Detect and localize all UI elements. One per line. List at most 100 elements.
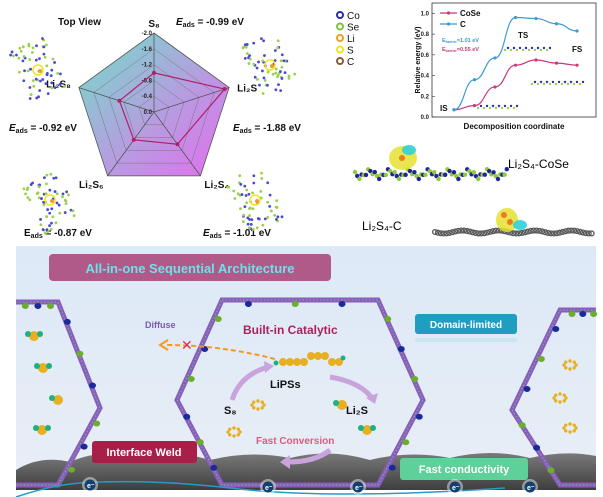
carbon-atom: [463, 227, 470, 234]
slab-atom: [545, 48, 549, 52]
atom: [22, 79, 26, 83]
legend-label: CoSe: [460, 9, 481, 18]
radar-data-point: [131, 137, 136, 142]
cobalt-atom: [411, 376, 419, 382]
electron-path: [15, 480, 506, 497]
lithium-atom: [25, 331, 31, 337]
atom: [279, 89, 283, 93]
cobalt-atom: [68, 466, 75, 473]
fast-conductivity-box: [400, 458, 528, 480]
data-point-c: [554, 22, 559, 26]
built-in-catalytic-label: Built-in Catalytic: [243, 323, 338, 337]
selenium-atom: [34, 303, 42, 309]
atom: [246, 216, 250, 220]
slab-atom: [479, 104, 483, 108]
slab-atom: [412, 169, 417, 175]
slab-atom: [372, 169, 377, 175]
s8-ring: [552, 396, 556, 400]
atom: [250, 218, 254, 222]
selenium-atom: [415, 413, 423, 420]
carbon-atom: [492, 227, 499, 234]
atom: [273, 59, 277, 62]
atom: [45, 228, 49, 232]
atom: [41, 78, 45, 81]
s8-ring: [562, 363, 566, 367]
atom: [50, 221, 53, 225]
data-point-cose: [513, 63, 518, 67]
lithium-atom: [358, 425, 364, 431]
atom: [63, 211, 67, 214]
cobalt-atom: [76, 350, 84, 357]
s8-ring: [262, 403, 266, 407]
slab-atom: [487, 168, 492, 174]
conversion-arrow-up: [229, 364, 269, 401]
cobalt-atom: [590, 311, 598, 317]
carbon-atom: [452, 228, 459, 235]
slab-atom: [530, 46, 534, 50]
slab-atom: [383, 172, 388, 178]
atom: [39, 223, 43, 227]
atom: [38, 89, 42, 92]
slab-atom: [506, 106, 510, 110]
atom: [45, 182, 48, 186]
s8-ring: [260, 406, 264, 410]
slab-atom: [521, 48, 525, 52]
atom: [255, 66, 259, 70]
atom: [59, 72, 62, 76]
atom: [244, 194, 248, 197]
radar-axis-label: Li₂S₄: [204, 180, 229, 191]
atom: [64, 199, 68, 203]
s8-ring: [568, 359, 572, 363]
polysulfide-chain-atom: [286, 358, 294, 366]
selenium-atom: [63, 318, 71, 325]
lithium-atom: [333, 400, 339, 406]
charge-density-cyan: [402, 145, 416, 155]
eads-li2s4: Eads = -1.01 eV: [203, 228, 271, 240]
carbon-atom: [518, 229, 526, 237]
atom: [41, 37, 44, 40]
carbon-atom: [527, 227, 534, 234]
atom: [21, 45, 25, 49]
polysulfide-chain-atom: [335, 358, 343, 366]
atom: [293, 72, 297, 76]
blocked-x-icon: ✕: [181, 337, 193, 353]
s8-ring: [572, 366, 576, 370]
atom: [276, 39, 280, 43]
atom: [56, 71, 60, 75]
s8-ring: [232, 434, 236, 438]
slab-atom: [524, 46, 528, 50]
carbon-atom: [495, 227, 502, 234]
s8-ring: [252, 400, 256, 404]
atom: [28, 58, 32, 61]
atom: [51, 57, 55, 61]
x-axis-label: Decomposition coordinate: [464, 122, 565, 131]
atom: [37, 185, 41, 189]
atom: [48, 211, 52, 215]
selenium-atom: [244, 301, 252, 307]
data-point-c: [575, 29, 579, 33]
atom: [245, 201, 249, 205]
cobalt-atom: [93, 420, 101, 427]
atom: [55, 192, 59, 196]
s8-ring: [252, 406, 256, 410]
radar-axis-label: S₈: [148, 19, 160, 30]
atom: [276, 75, 279, 79]
slab-atom: [485, 104, 489, 108]
sulfur-atom: [38, 363, 48, 373]
carbon-atom: [585, 230, 592, 237]
radar-chart: 0.0-0.4-0.8-1.2-1.6-2.0S₈Li₂SLi₂S₄Li₂S₆L…: [46, 19, 257, 191]
carbon-atom: [510, 230, 517, 237]
slab-atom: [482, 106, 486, 110]
slab-atom: [494, 106, 498, 110]
s8-label: S₈: [224, 405, 237, 417]
atom: [71, 209, 75, 213]
carbon-atom: [582, 230, 589, 237]
carbon-atom: [484, 229, 491, 236]
carbon-atom: [565, 227, 572, 234]
atom: [248, 214, 251, 218]
atom: [273, 49, 277, 52]
carbon-atom: [550, 230, 557, 237]
cobalt-atom: [518, 422, 526, 429]
electron-icon: [262, 481, 274, 493]
atom: [27, 44, 31, 48]
